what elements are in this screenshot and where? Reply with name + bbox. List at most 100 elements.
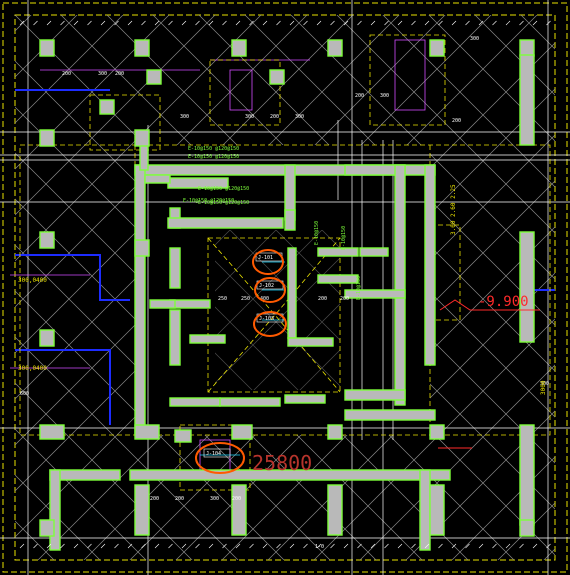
detail-tag-label[interactable]: J-104 (206, 451, 221, 457)
columns (39, 39, 535, 537)
dimension-label: 1-0 (315, 544, 324, 550)
tick (181, 20, 187, 26)
tick (303, 20, 308, 26)
tick (19, 20, 25, 26)
tick (141, 20, 146, 26)
tick (519, 20, 524, 26)
rebar-label: E-10@150 @120@150 (183, 198, 234, 204)
column (39, 519, 55, 537)
detail-tag-label[interactable]: J-102 (259, 283, 274, 289)
wall-segment (287, 247, 297, 339)
side-label: 300,0400 (18, 277, 47, 284)
tick (168, 20, 173, 26)
column (134, 39, 150, 57)
markup-circles (195, 249, 287, 474)
tick (438, 20, 443, 26)
tick (168, 543, 173, 549)
structural-walls (49, 144, 451, 551)
tick (154, 543, 160, 549)
wall-segment (419, 469, 431, 551)
tick (303, 543, 308, 549)
wall-segment (344, 409, 436, 421)
tick (46, 543, 52, 549)
tick (127, 20, 133, 26)
tick (411, 20, 416, 26)
tick (208, 543, 214, 549)
rebar-label: E-10@150 @120@150 (188, 146, 239, 152)
wall-segment (284, 209, 296, 231)
wall-segment (169, 299, 211, 309)
tick (384, 543, 389, 549)
dimension-label: 200 (340, 296, 349, 302)
tick (505, 543, 511, 549)
wall-segment (149, 299, 176, 309)
markup-circle-2[interactable] (254, 277, 286, 303)
tick (181, 543, 187, 549)
tick (397, 543, 403, 549)
tick (195, 543, 200, 549)
dimension-label: 200 (452, 118, 461, 124)
column (231, 484, 247, 536)
tick (127, 543, 133, 549)
side-label: 3000 (540, 380, 547, 395)
tick (208, 20, 214, 26)
dimension-label: 250 (241, 296, 250, 302)
markup-circle-4[interactable] (195, 442, 245, 474)
column (39, 39, 55, 57)
tick (262, 543, 268, 549)
tick (451, 543, 457, 549)
tick (546, 20, 551, 26)
wall-segment (144, 174, 171, 184)
column (429, 424, 445, 440)
markup-circle-3[interactable] (253, 311, 287, 337)
tick (87, 543, 92, 549)
dimension-label: 200 (62, 71, 71, 77)
tick (424, 20, 430, 26)
tick (330, 20, 335, 26)
tick (465, 20, 470, 26)
column (519, 519, 535, 537)
wall-segment (359, 247, 389, 257)
tick (100, 20, 106, 26)
dimension-label: 300 (98, 71, 107, 77)
rebar-label: E-10@150 (341, 226, 347, 250)
column (134, 424, 160, 440)
column (39, 424, 65, 440)
column (327, 484, 343, 536)
tick (249, 20, 254, 26)
detail-tag-label[interactable]: J-101 (258, 255, 273, 261)
tick (478, 20, 484, 26)
tick (276, 543, 281, 549)
cyan-lines (200, 261, 285, 456)
column (39, 231, 55, 249)
tick (478, 543, 484, 549)
tick (316, 543, 322, 549)
column (174, 429, 192, 443)
wall-segment (344, 389, 406, 401)
dimension-label: 200 (115, 71, 124, 77)
side-label: 3.00 2.60 2.25 (450, 184, 457, 235)
tick (384, 20, 389, 26)
rebar-label: E-10@150 (314, 221, 320, 245)
detail-tag-label[interactable]: J-103 (259, 316, 274, 322)
dimension-ticks (19, 20, 551, 549)
wall-segment (317, 247, 359, 257)
wall-segment (189, 334, 226, 344)
wall-segment (169, 247, 181, 289)
tick (492, 543, 497, 549)
column (134, 484, 150, 536)
wall-segment (129, 469, 451, 481)
tick (532, 543, 538, 549)
dimension-label: 300 (180, 114, 189, 120)
dimension-label: 300 (210, 496, 219, 502)
column (231, 39, 247, 57)
column (134, 129, 150, 147)
rebar-label: E-10@150 @120@150 (188, 154, 239, 160)
markup-circle-1[interactable] (252, 249, 284, 275)
column (429, 39, 445, 57)
tick (87, 20, 92, 26)
elevation-value[interactable]: -9.900 (478, 294, 529, 310)
dimension-label: 600 (20, 391, 29, 397)
